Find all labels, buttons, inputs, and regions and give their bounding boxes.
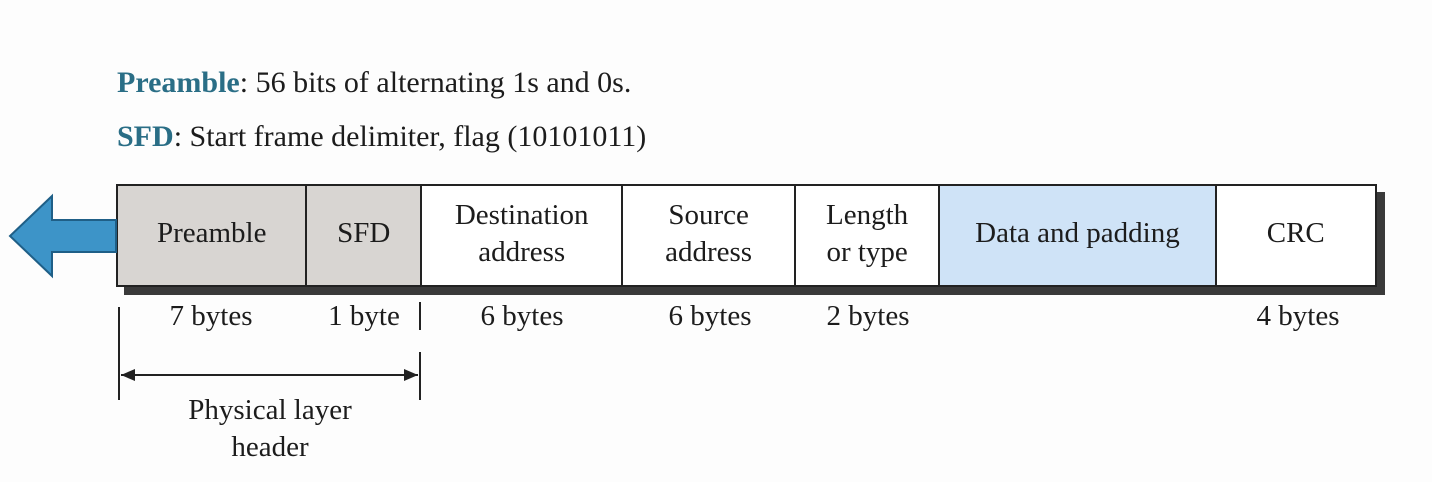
- preamble-definition: Preamble: 56 bits of alternating 1s and …: [117, 68, 631, 98]
- preamble-term: Preamble: [117, 66, 240, 99]
- field-destination-address: Destination address: [422, 186, 624, 285]
- frame-fields: Preamble SFD Destination address Source …: [116, 184, 1377, 287]
- size-sfd: 1 byte: [328, 300, 400, 332]
- header-span-right-arrowhead: [404, 369, 418, 381]
- size-source-address: 6 bytes: [668, 300, 752, 332]
- preamble-description: : 56 bits of alternating 1s and 0s.: [239, 66, 632, 99]
- size-length-or-type: 2 bytes: [826, 300, 910, 332]
- size-destination-address: 6 bytes: [480, 300, 564, 332]
- field-length-or-type: Length or type: [795, 186, 941, 285]
- sfd-description: : Start frame delimiter, flag (10101011): [173, 120, 647, 153]
- left-arrow-icon: [8, 193, 117, 279]
- sfd-term: SFD: [117, 120, 174, 153]
- header-span-left-arrowhead: [121, 369, 135, 381]
- size-preamble: 7 bytes: [169, 300, 253, 332]
- field-source-address: Source address: [623, 186, 796, 285]
- field-sfd: SFD: [307, 186, 423, 285]
- sfd-definition: SFD: Start frame delimiter, flag (101010…: [117, 122, 646, 152]
- field-preamble: Preamble: [118, 186, 308, 285]
- size-crc: 4 bytes: [1256, 300, 1340, 332]
- field-data-and-padding: Data and padding: [940, 186, 1217, 285]
- field-crc: CRC: [1216, 186, 1375, 285]
- physical-layer-header-label: Physical layer header: [188, 394, 352, 464]
